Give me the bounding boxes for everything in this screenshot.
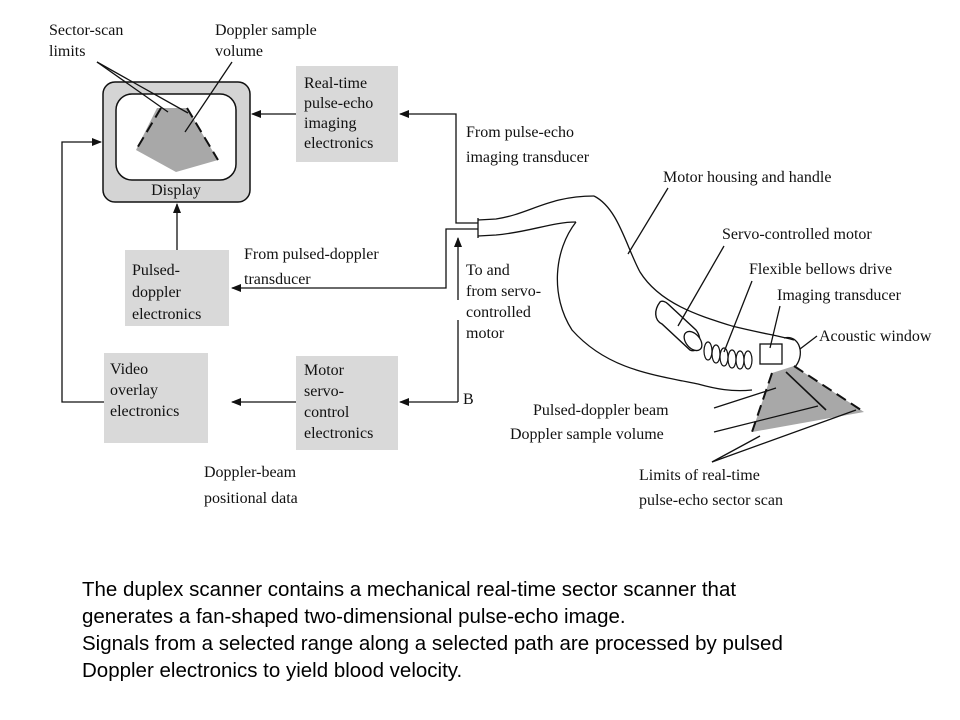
display-monitor: Display <box>102 81 251 203</box>
sector-limit-pointer-1 <box>96 61 169 113</box>
imaging-transducer-label: Imaging transducer <box>777 287 902 304</box>
to-from-servo-label: To and from servo- controlled motor <box>466 262 545 342</box>
motor-servo-control-box <box>296 356 398 450</box>
caption-line: Signals from a selected range along a se… <box>82 632 783 655</box>
caption-text: The duplex scanner contains a mechanical… <box>82 576 942 684</box>
doppler-sample-volume-label: Doppler sample volume <box>215 22 321 60</box>
realtime-imaging-box <box>296 66 398 162</box>
from-pulse-echo-label: From pulse-echo imaging transducer <box>466 124 590 166</box>
pulsed-doppler-box <box>125 250 229 326</box>
caption-line: The duplex scanner contains a mechanical… <box>82 578 737 601</box>
doppler-beam-positional-label: Doppler-beam positional data <box>204 464 300 507</box>
video-overlay-label: Video overlay electronics <box>110 361 179 420</box>
caption-line: generates a fan-shaped two-dimensional p… <box>82 605 626 628</box>
pulsed-doppler-label: Pulsed- doppler electronics <box>132 262 201 323</box>
caption-line: Doppler electronics to yield blood veloc… <box>82 659 463 682</box>
motor-servo-control-label: Motor servo- control electronics <box>304 362 373 442</box>
from-pulsed-doppler-label: From pulsed-doppler transducer <box>244 246 383 288</box>
sector-scan-limits-label: Sector-scan limits <box>49 22 127 60</box>
scanner-probe <box>477 195 801 392</box>
sector-limit-pointer-2 <box>96 61 189 114</box>
sector-limit-right <box>793 365 865 413</box>
servo-motor-label: Servo-controlled motor <box>722 226 872 243</box>
realtime-imaging-label: Real-time pulse-echo imaging electronics <box>304 75 377 152</box>
sample-volume-pointer <box>184 61 233 133</box>
video-overlay-box <box>104 353 208 443</box>
display-sector-image <box>136 108 218 172</box>
limits-sector-scan-label: Limits of real-time pulse-echo sector sc… <box>639 467 783 509</box>
flexible-bellows-label: Flexible bellows drive <box>749 261 892 278</box>
acoustic-window-label: Acoustic window <box>819 328 932 345</box>
pulsed-doppler-signal-line <box>231 228 478 292</box>
pulse-echo-signal-line <box>399 110 478 224</box>
display-label: Display <box>151 182 201 199</box>
doppler-sample-volume-bottom-label: Doppler sample volume <box>510 426 664 443</box>
doppler-beam-line <box>785 371 827 411</box>
motor-housing-label: Motor housing and handle <box>663 169 831 186</box>
pulsed-doppler-beam-label: Pulsed-doppler beam <box>533 402 669 419</box>
overlay-to-display-line <box>61 138 104 403</box>
b-label: B <box>463 391 474 408</box>
